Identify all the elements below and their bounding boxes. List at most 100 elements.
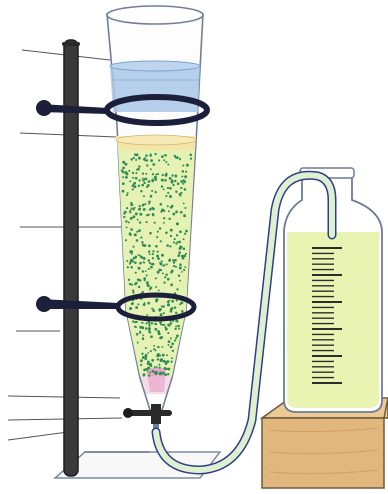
- granule-dot: [138, 185, 140, 187]
- granule-dot: [130, 203, 133, 206]
- granule-dot: [171, 283, 173, 285]
- granule-dot: [167, 373, 169, 375]
- granule-dot: [149, 331, 152, 334]
- granule-dot: [182, 257, 184, 259]
- granule-dot: [165, 173, 167, 175]
- granule-dot: [181, 311, 183, 313]
- granule-dot: [148, 374, 150, 376]
- granule-dot: [148, 180, 151, 183]
- granule-dot: [157, 231, 159, 233]
- granule-dot: [137, 303, 139, 305]
- granule-dot: [150, 266, 153, 269]
- granule-dot: [178, 241, 181, 244]
- granule-dot: [145, 327, 148, 330]
- granule-dot: [142, 178, 144, 180]
- granule-dot: [138, 157, 141, 160]
- granule-dot: [167, 163, 169, 165]
- granule-dot: [122, 190, 125, 193]
- granule-dot: [143, 373, 146, 376]
- granule-dot: [161, 179, 164, 182]
- granule-dot: [168, 218, 170, 220]
- granule-dot: [160, 262, 163, 265]
- granule-dot: [166, 244, 169, 247]
- granule-dot: [132, 246, 134, 248]
- granule-dot: [162, 354, 165, 357]
- granule-dot: [145, 221, 147, 223]
- granule-dot: [156, 354, 159, 357]
- granule-dot: [135, 159, 137, 161]
- granule-dot: [136, 239, 139, 242]
- granule-dot: [143, 195, 145, 197]
- granule-dot: [149, 262, 151, 264]
- granule-dot: [126, 194, 128, 196]
- granule-dot: [169, 177, 172, 180]
- granule-dot: [126, 207, 128, 209]
- granule-dot: [158, 159, 160, 161]
- granule-dot: [178, 328, 180, 330]
- granule-dot: [137, 278, 140, 281]
- granule-dot: [184, 175, 187, 178]
- granule-dot: [170, 310, 173, 313]
- granule-dot: [136, 153, 139, 156]
- granule-dot: [134, 233, 137, 236]
- granule-dot: [129, 250, 132, 253]
- granule-dot: [174, 238, 176, 240]
- granule-dot: [180, 192, 182, 194]
- granule-dot: [132, 215, 135, 218]
- granule-dot: [165, 195, 167, 197]
- granule-dot: [174, 339, 176, 341]
- granule-dot: [149, 289, 151, 291]
- granule-dot: [179, 158, 181, 160]
- granule-dot: [167, 192, 169, 194]
- granule-dot: [132, 172, 134, 174]
- granule-dot: [125, 220, 128, 223]
- granule-dot: [170, 337, 172, 339]
- granule-dot: [163, 159, 165, 161]
- granule-dot: [142, 270, 144, 272]
- granule-dot: [175, 325, 177, 327]
- granule-dot: [157, 330, 160, 333]
- granule-dot: [189, 154, 192, 157]
- granule-dot: [156, 366, 158, 368]
- granule-dot: [159, 366, 161, 368]
- granule-dot: [138, 286, 140, 288]
- granule-dot: [132, 320, 134, 322]
- granule-dot: [129, 283, 131, 285]
- granule-dot: [160, 240, 162, 242]
- granule-dot: [135, 256, 138, 259]
- granule-dot: [138, 208, 141, 211]
- granule-dot: [122, 167, 125, 170]
- granule-dot: [163, 312, 165, 314]
- granule-dot: [140, 190, 142, 192]
- granule-dot: [152, 173, 154, 175]
- granule-dot: [165, 273, 167, 275]
- granule-dot: [173, 265, 175, 267]
- granule-dot: [168, 259, 171, 262]
- granule-dot: [164, 276, 166, 278]
- granule-dot: [181, 271, 183, 273]
- granule-dot: [143, 303, 146, 306]
- granule-dot: [178, 251, 181, 254]
- granule-dot: [143, 262, 145, 264]
- granule-dot: [169, 325, 171, 327]
- granule-dot: [162, 346, 164, 348]
- granule-dot: [167, 301, 169, 303]
- granule-dot: [171, 300, 174, 303]
- granule-dot: [180, 211, 183, 214]
- granule-dot: [176, 156, 179, 159]
- water-layer: [110, 66, 200, 112]
- granule-dot: [125, 239, 127, 241]
- granule-dot: [145, 178, 148, 181]
- granule-dot: [128, 221, 130, 223]
- granule-dot: [184, 207, 186, 209]
- granule-dot: [159, 227, 161, 229]
- granule-dot: [157, 257, 160, 260]
- granule-dot: [153, 345, 155, 347]
- granule-dot: [125, 176, 128, 179]
- granule-dot: [167, 205, 169, 207]
- granule-dot: [177, 182, 180, 185]
- granule-dot: [147, 302, 150, 305]
- granule-dot: [146, 314, 148, 316]
- granule-dot: [130, 217, 133, 220]
